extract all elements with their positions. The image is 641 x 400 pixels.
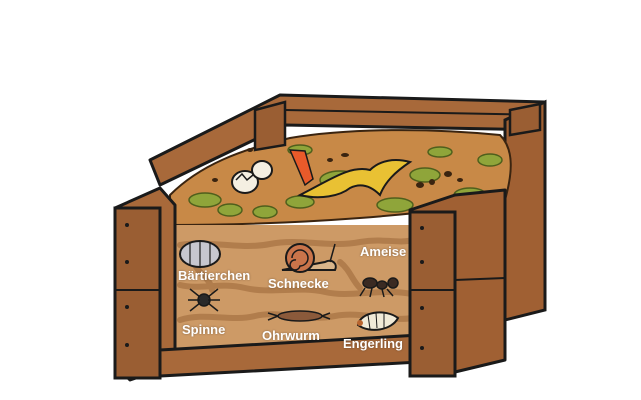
label-baertierchen: Bärtierchen [178, 268, 251, 283]
label-spinne: Spinne [182, 322, 226, 337]
right-post [408, 188, 507, 378]
ant-icon [359, 277, 399, 298]
grub-icon [356, 311, 400, 331]
label-engerling: Engerling [343, 336, 403, 351]
snail-icon [281, 243, 337, 273]
earwig-icon [267, 310, 331, 322]
eggshell-icon [231, 160, 273, 194]
tardigrade-icon [179, 240, 221, 268]
back-right-post [508, 102, 542, 137]
label-schnecke: Schnecke [268, 276, 329, 291]
compost-crumbs [212, 148, 463, 188]
label-ameise: Ameise [360, 244, 407, 259]
spider-icon [188, 288, 220, 312]
banana-peel-icon [288, 149, 413, 199]
left-post [113, 186, 177, 382]
label-ohrwurm: Ohrwurm [262, 328, 320, 343]
back-left-post [253, 100, 287, 152]
